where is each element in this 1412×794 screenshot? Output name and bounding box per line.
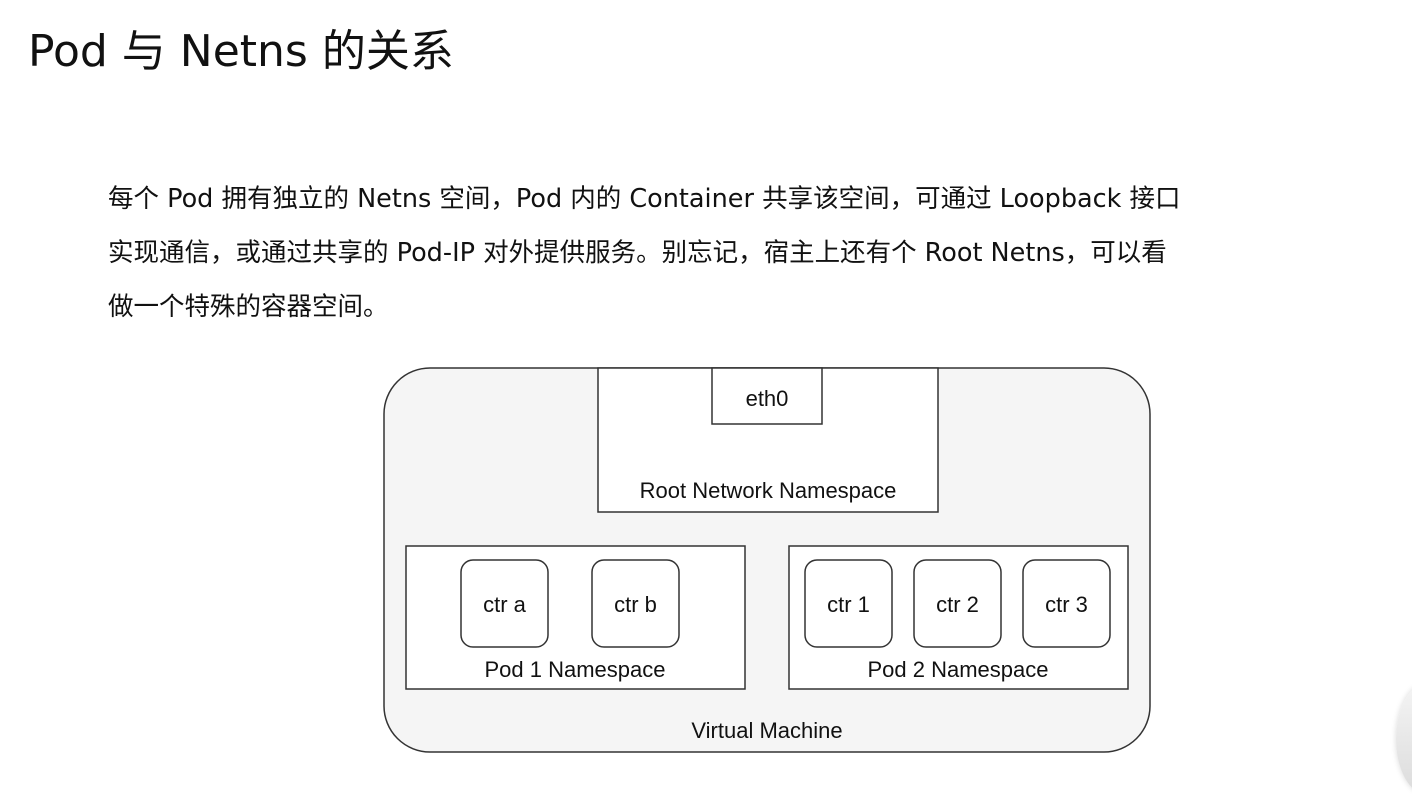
container-box [804,559,893,648]
paragraph-line-2: 实现通信，或通过共享的 Pod-IP 对外提供服务。别忘记，宿主上还有个 Roo… [108,238,1167,268]
container-label: ctr 3 [1045,592,1088,617]
pod1-namespace-box [405,545,746,690]
paragraph-line-1: 每个 Pod 拥有独立的 Netns 空间，Pod 内的 Container 共… [108,184,1181,214]
eth0-label: eth0 [746,386,789,411]
vm-box [383,367,1151,753]
page-title: Pod 与 Netns 的关系 [28,26,454,77]
container-box [591,559,680,648]
pod1-namespace-label: Pod 1 Namespace [485,657,666,682]
root-namespace-box [597,367,939,513]
root-namespace-label: Root Network Namespace [640,478,897,503]
description-paragraph: 每个 Pod 拥有独立的 Netns 空间，Pod 内的 Container 共… [108,172,1408,334]
pod2-namespace-box [788,545,1129,690]
corner-decoration [1396,684,1412,794]
container-box [913,559,1002,648]
container-label: ctr 1 [827,592,870,617]
container-label: ctr b [614,592,657,617]
container-box [1022,559,1111,648]
paragraph-line-3: 做一个特殊的容器空间。 [108,292,389,322]
netns-diagram: eth0 Root Network Namespace ctr a ctr b … [383,367,1151,753]
container-box [460,559,549,648]
container-label: ctr 2 [936,592,979,617]
vm-label: Virtual Machine [691,718,842,743]
pod2-namespace-label: Pod 2 Namespace [868,657,1049,682]
container-label: ctr a [483,592,527,617]
eth0-box [711,367,823,425]
